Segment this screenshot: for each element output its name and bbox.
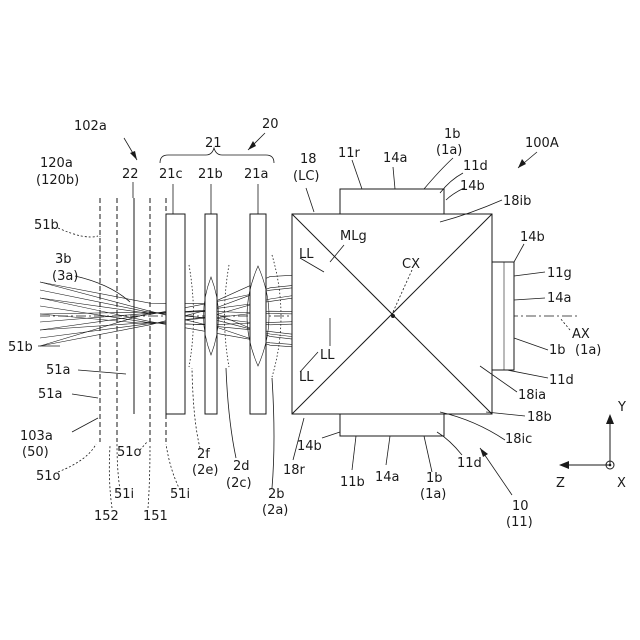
label-21a: 21a: [244, 167, 269, 182]
label-151: 151: [143, 509, 168, 524]
label-18ia: 18ia: [518, 388, 546, 403]
label-120b: (120b): [36, 173, 79, 188]
label-ll-low: LL: [299, 370, 314, 385]
label-51a-1: 51a: [46, 363, 71, 378]
label-100A: 100A: [525, 136, 559, 151]
label-21: 21: [205, 136, 222, 151]
label-102a: 102a: [74, 119, 107, 134]
label-18b: 18b: [527, 410, 552, 425]
label-21b: 21b: [198, 167, 223, 182]
coordinate-axes: [559, 414, 614, 469]
label-lc: (LC): [293, 169, 319, 184]
label-1b-right: 1b: [549, 343, 566, 358]
label-14a-top: 14a: [383, 151, 408, 166]
panel-11b: [340, 414, 444, 436]
label-ax: AX: [572, 327, 590, 342]
label-11: (11): [506, 515, 533, 530]
label-14b-bottom: 14b: [297, 439, 322, 454]
label-51i-1: 51i: [114, 487, 134, 502]
label-ll-mid: LL: [320, 348, 335, 363]
label-14a-right: 14a: [547, 291, 572, 306]
label-2b: 2b: [268, 487, 285, 502]
label-11g: 11g: [547, 266, 572, 281]
label-18: 18: [300, 152, 317, 167]
label-11r: 11r: [338, 146, 361, 161]
label-axis-y: Y: [617, 400, 626, 415]
label-22: 22: [122, 167, 139, 182]
label-1a-right: (1a): [575, 343, 601, 358]
label-21c: 21c: [159, 167, 183, 182]
label-axis-z: Z: [556, 476, 565, 491]
label-ll-top: LL: [299, 247, 314, 262]
label-14b-right: 14b: [520, 230, 545, 245]
panel-11g: [492, 262, 514, 370]
label-axis-x: X: [617, 476, 626, 491]
label-1b-bottom: 1b: [426, 471, 443, 486]
cx-point: [391, 314, 395, 318]
label-120a: 120a: [40, 156, 73, 171]
panel-11r: [340, 189, 444, 214]
label-51o-2: 51o: [117, 445, 142, 460]
label-11b: 11b: [340, 475, 365, 490]
label-10: 10: [512, 499, 529, 514]
label-3a: (3a): [52, 269, 78, 284]
label-18r: 18r: [283, 463, 306, 478]
label-2e: (2e): [192, 463, 218, 478]
label-14a-bottom: 14a: [375, 470, 400, 485]
label-51o-1: 51o: [36, 469, 61, 484]
label-1b-top: 1b: [444, 127, 461, 142]
label-11d-right: 11d: [549, 373, 574, 388]
lens-21a: [250, 214, 266, 414]
lens-21c: [166, 214, 185, 414]
label-18ic: 18ic: [505, 432, 532, 447]
label-3b: 3b: [55, 252, 72, 267]
label-2f: 2f: [197, 447, 210, 462]
label-20: 20: [262, 117, 279, 132]
label-11d-bottom: 11d: [457, 456, 482, 471]
label-51a-2: 51a: [38, 387, 63, 402]
label-mlg: MLg: [340, 229, 367, 244]
label-14b-top: 14b: [460, 179, 485, 194]
label-cx: CX: [402, 257, 420, 272]
label-50: (50): [22, 445, 49, 460]
label-11d-top: 11d: [463, 159, 488, 174]
label-51b-left: 51b: [8, 340, 33, 355]
label-2d: 2d: [233, 459, 250, 474]
label-51b-top: 51b: [34, 218, 59, 233]
label-51i-2: 51i: [170, 487, 190, 502]
label-103a: 103a: [20, 429, 53, 444]
label-1a-bottom: (1a): [420, 487, 446, 502]
lens-21b: [205, 214, 217, 414]
label-18ib: 18ib: [503, 194, 531, 209]
label-1a-top: (1a): [436, 143, 462, 158]
label-2a: (2a): [262, 503, 288, 518]
label-152: 152: [94, 509, 119, 524]
label-2c: (2c): [226, 476, 252, 491]
